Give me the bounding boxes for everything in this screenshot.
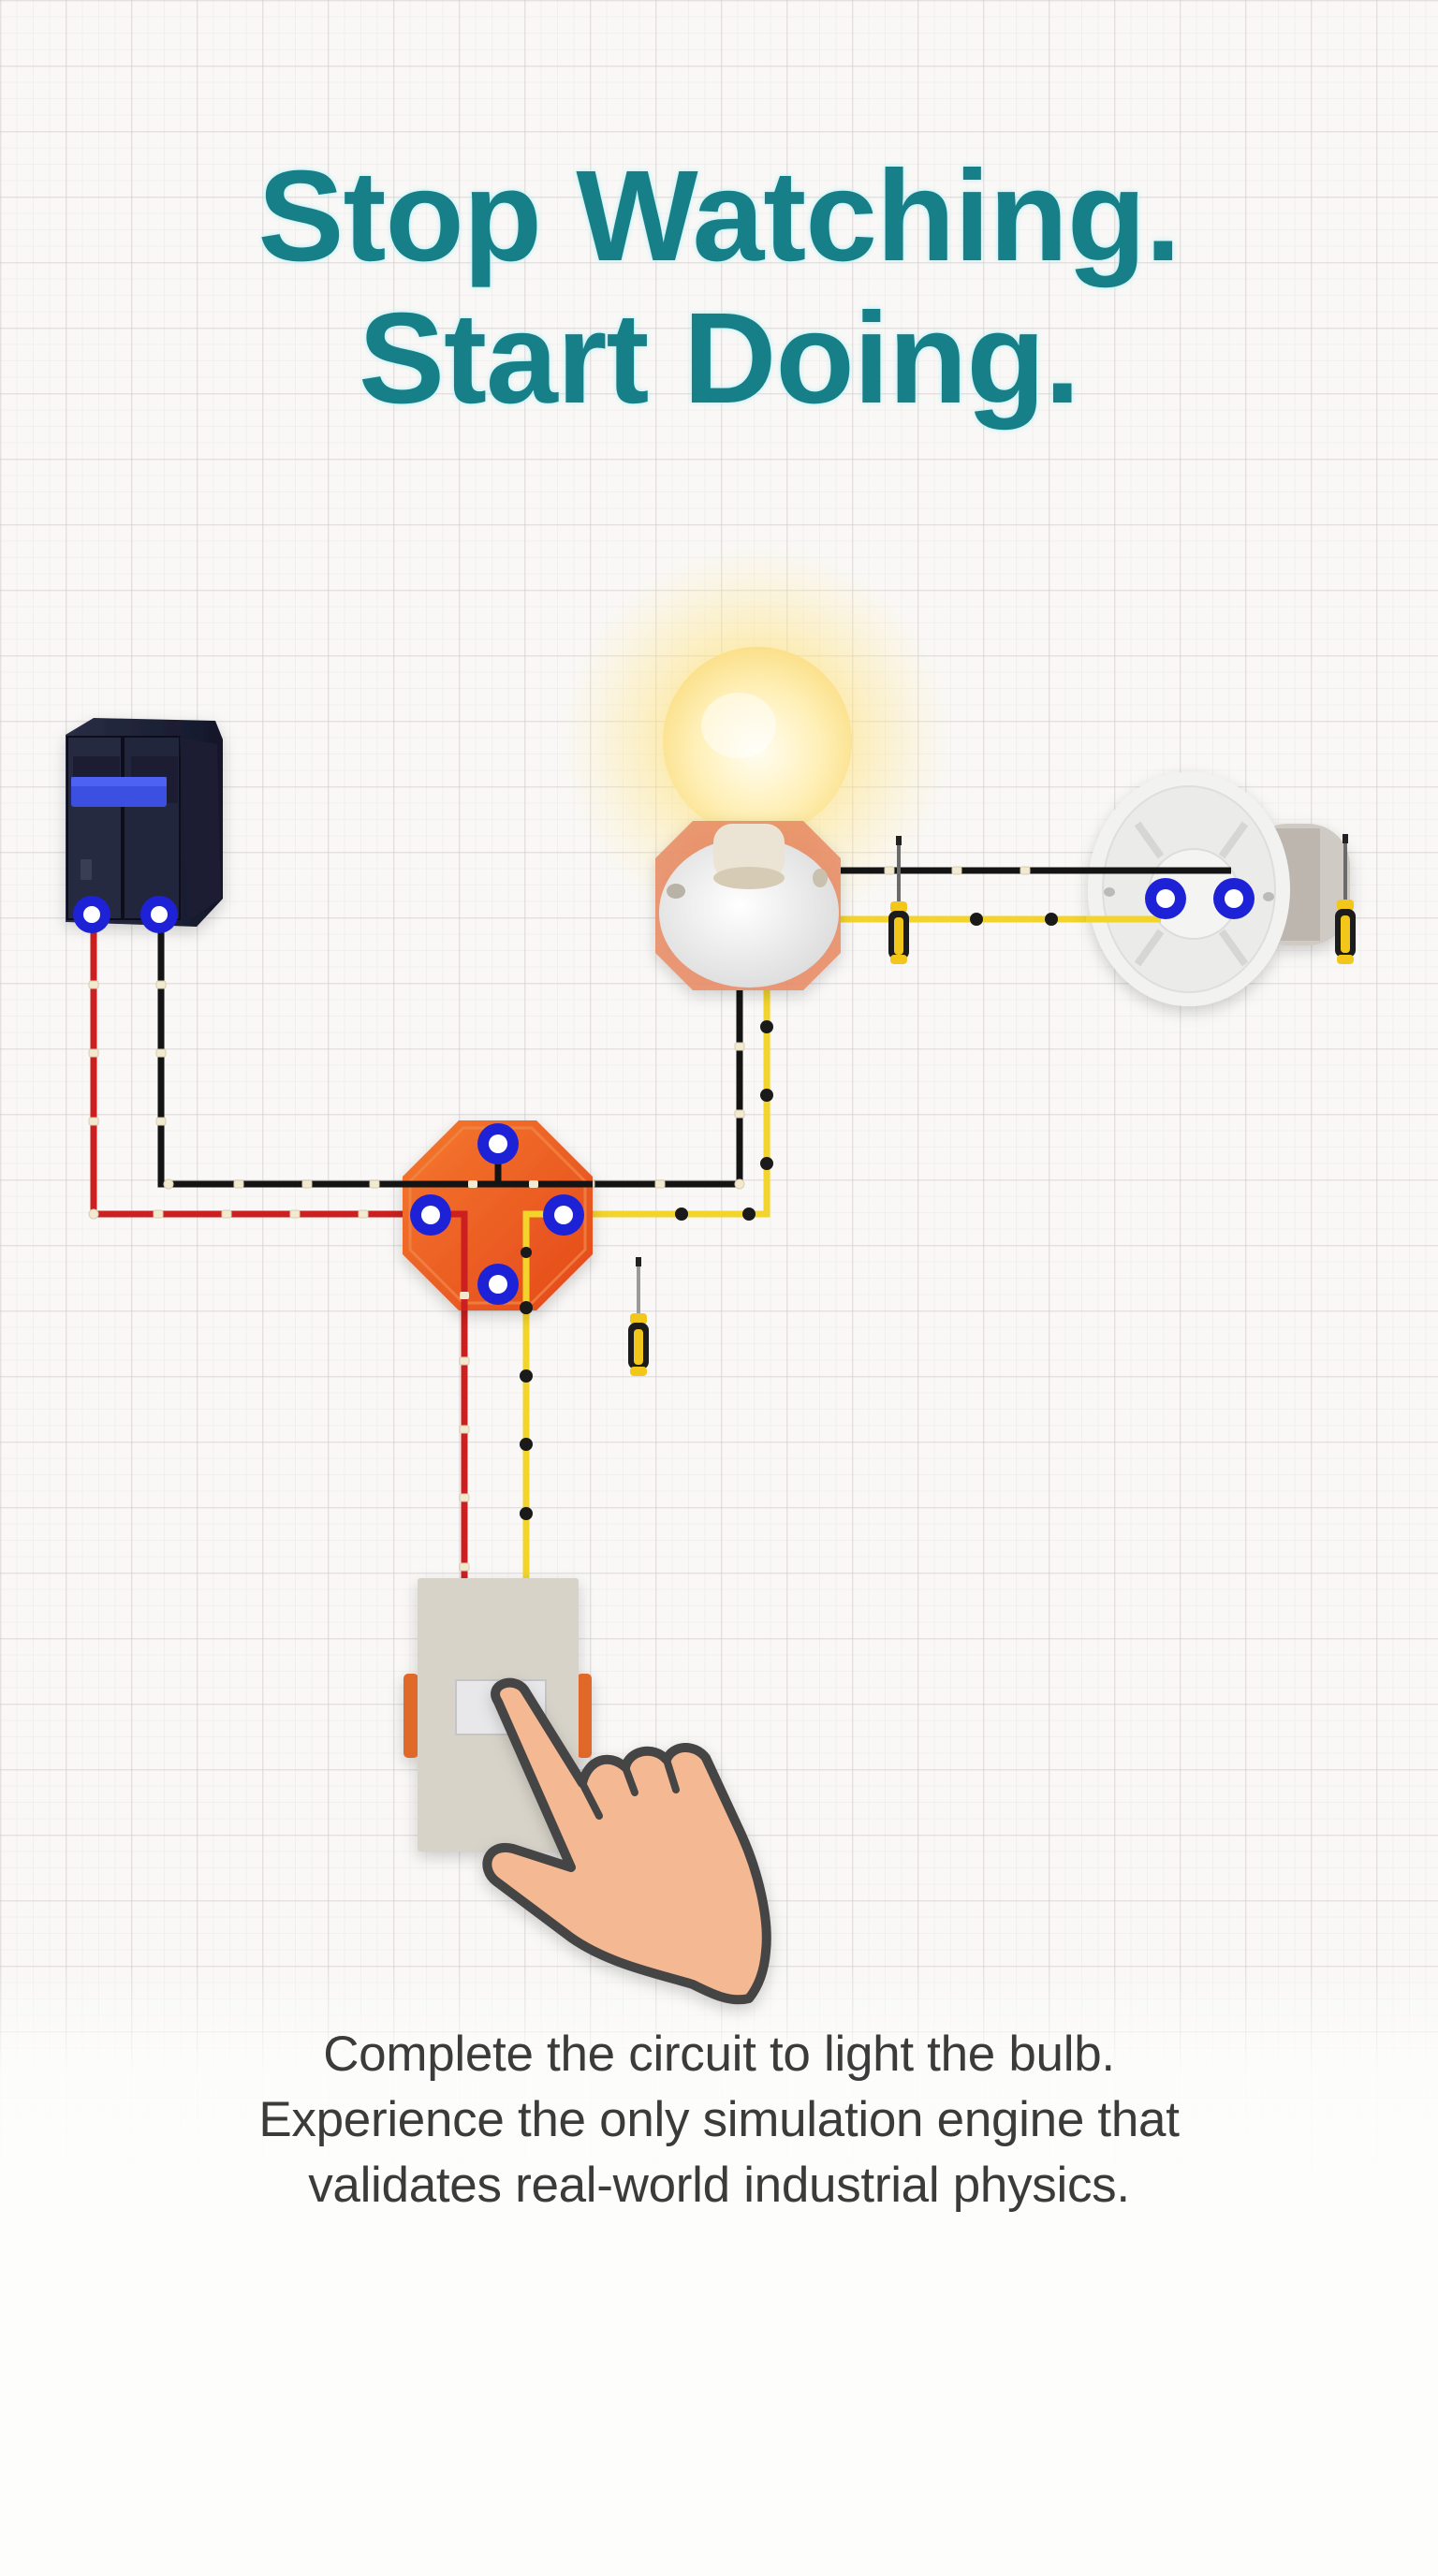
terminals[interactable] xyxy=(73,878,1255,1305)
bottom-fade xyxy=(0,1966,1438,2576)
wires xyxy=(88,866,1234,1579)
bulb-socket xyxy=(655,821,841,990)
terminal-holder-2[interactable] xyxy=(1213,878,1255,919)
screwdriver-icon[interactable] xyxy=(888,836,909,964)
terminal-breaker-2[interactable] xyxy=(140,896,178,933)
page-title: Stop Watching. Start Doing. xyxy=(0,145,1438,430)
description-line-1: Complete the circuit to light the bulb. xyxy=(323,2027,1115,2082)
headline-line-2: Start Doing. xyxy=(359,286,1080,431)
circuit-breaker[interactable] xyxy=(66,718,223,927)
headline-line-1: Stop Watching. xyxy=(257,144,1181,288)
junction-box[interactable] xyxy=(403,1120,593,1310)
terminal-junction-top[interactable] xyxy=(477,1123,519,1164)
light-bulb[interactable] xyxy=(663,647,852,836)
screwdriver-icon[interactable] xyxy=(628,1257,649,1376)
terminal-junction-right[interactable] xyxy=(543,1194,584,1236)
terminal-holder-1[interactable] xyxy=(1145,878,1186,919)
description-line-2: Experience the only simulation engine th… xyxy=(258,2092,1180,2147)
terminal-junction-left[interactable] xyxy=(410,1194,451,1236)
terminal-junction-bottom[interactable] xyxy=(477,1264,519,1305)
terminal-breaker-1[interactable] xyxy=(73,896,110,933)
description: Complete the circuit to light the bulb. … xyxy=(0,2022,1438,2218)
description-line-3: validates real-world industrial physics. xyxy=(308,2158,1130,2213)
hand-pointer-icon xyxy=(482,1677,771,2005)
screwdriver-icon[interactable] xyxy=(1335,834,1356,964)
